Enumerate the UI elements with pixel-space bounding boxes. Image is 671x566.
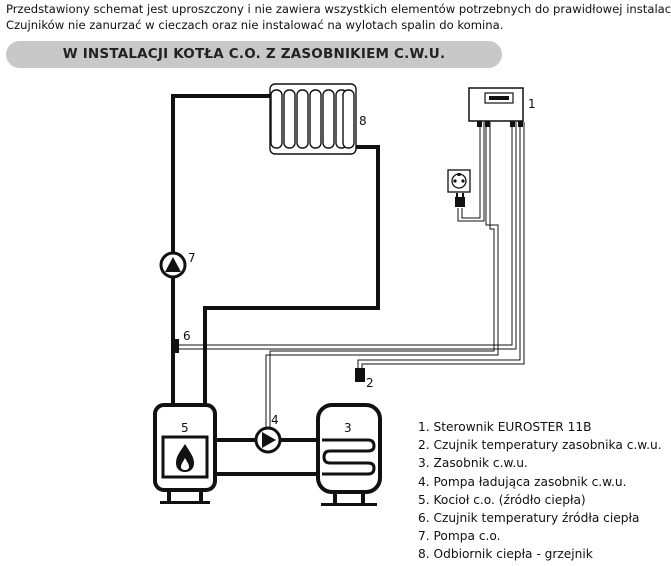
- intro-line-2: Czujników nie zanurzać w cieczach oraz n…: [6, 17, 504, 32]
- section-banner: W INSTALACJI KOTŁA C.O. Z ZASOBNIKIEM C.…: [6, 41, 502, 68]
- label-boiler: 5: [181, 421, 189, 435]
- label-tank: 3: [344, 421, 352, 435]
- label-controller: 1: [528, 97, 536, 111]
- legend-item: 7. Pompa c.o.: [418, 529, 501, 544]
- legend-item: 1. Sterownik EUROSTER 11B: [418, 420, 592, 434]
- intro-note: Przedstawiony schemat jest uproszczony i…: [6, 2, 671, 33]
- label-sensor-dhw: 2: [366, 376, 374, 390]
- legend-item: 2. Czujnik temperatury zasobnika c.w.u.: [418, 438, 662, 453]
- power-socket: [447, 169, 471, 193]
- pipes: [171, 94, 380, 476]
- sensor-wires: [179, 122, 525, 428]
- label-pump-co: 7: [188, 251, 196, 265]
- label-sensor-heat: 6: [183, 329, 191, 343]
- sensor-heat-source: [171, 339, 179, 353]
- power-cord: [461, 122, 481, 219]
- tank-coil: [322, 438, 376, 476]
- pump-4-cable: [265, 122, 499, 428]
- sensor-6-cable: [179, 122, 513, 346]
- legend-item: 5. Kocioł c.o. (źródło ciepła): [418, 492, 586, 507]
- pump-dhw: [254, 426, 282, 454]
- pump-co: [159, 251, 187, 279]
- legend: 1. Sterownik EUROSTER 11B 2. Czujnik tem…: [418, 418, 662, 564]
- supply-pipe: [171, 94, 270, 408]
- legend-item: 3. Zasobnik c.w.u.: [418, 456, 528, 471]
- sensor-tank: [355, 368, 365, 382]
- label-radiator: 8: [359, 114, 367, 128]
- legend-item: 8. Odbiornik ciepła - grzejnik: [418, 547, 593, 562]
- legend-item: 4. Pompa ładująca zasobnik c.w.u.: [418, 474, 627, 489]
- return-pipe-radiator: [203, 145, 380, 408]
- controller-euroster: [468, 87, 524, 127]
- legend-item: 6. Czujnik temperatury źródła ciepła: [418, 511, 640, 526]
- label-pump-dhw: 4: [271, 413, 279, 427]
- intro-line-1: Przedstawiony schemat jest uproszczony i…: [6, 2, 671, 16]
- power-plug: [455, 193, 465, 207]
- boiler: [153, 403, 217, 504]
- banner-title: W INSTALACJI KOTŁA C.O. Z ZASOBNIKIEM C.…: [62, 46, 446, 62]
- sensor-2-cable: [357, 122, 521, 370]
- dhw-tank: [316, 403, 382, 506]
- radiator: [269, 83, 357, 155]
- flame-icon: [176, 444, 194, 472]
